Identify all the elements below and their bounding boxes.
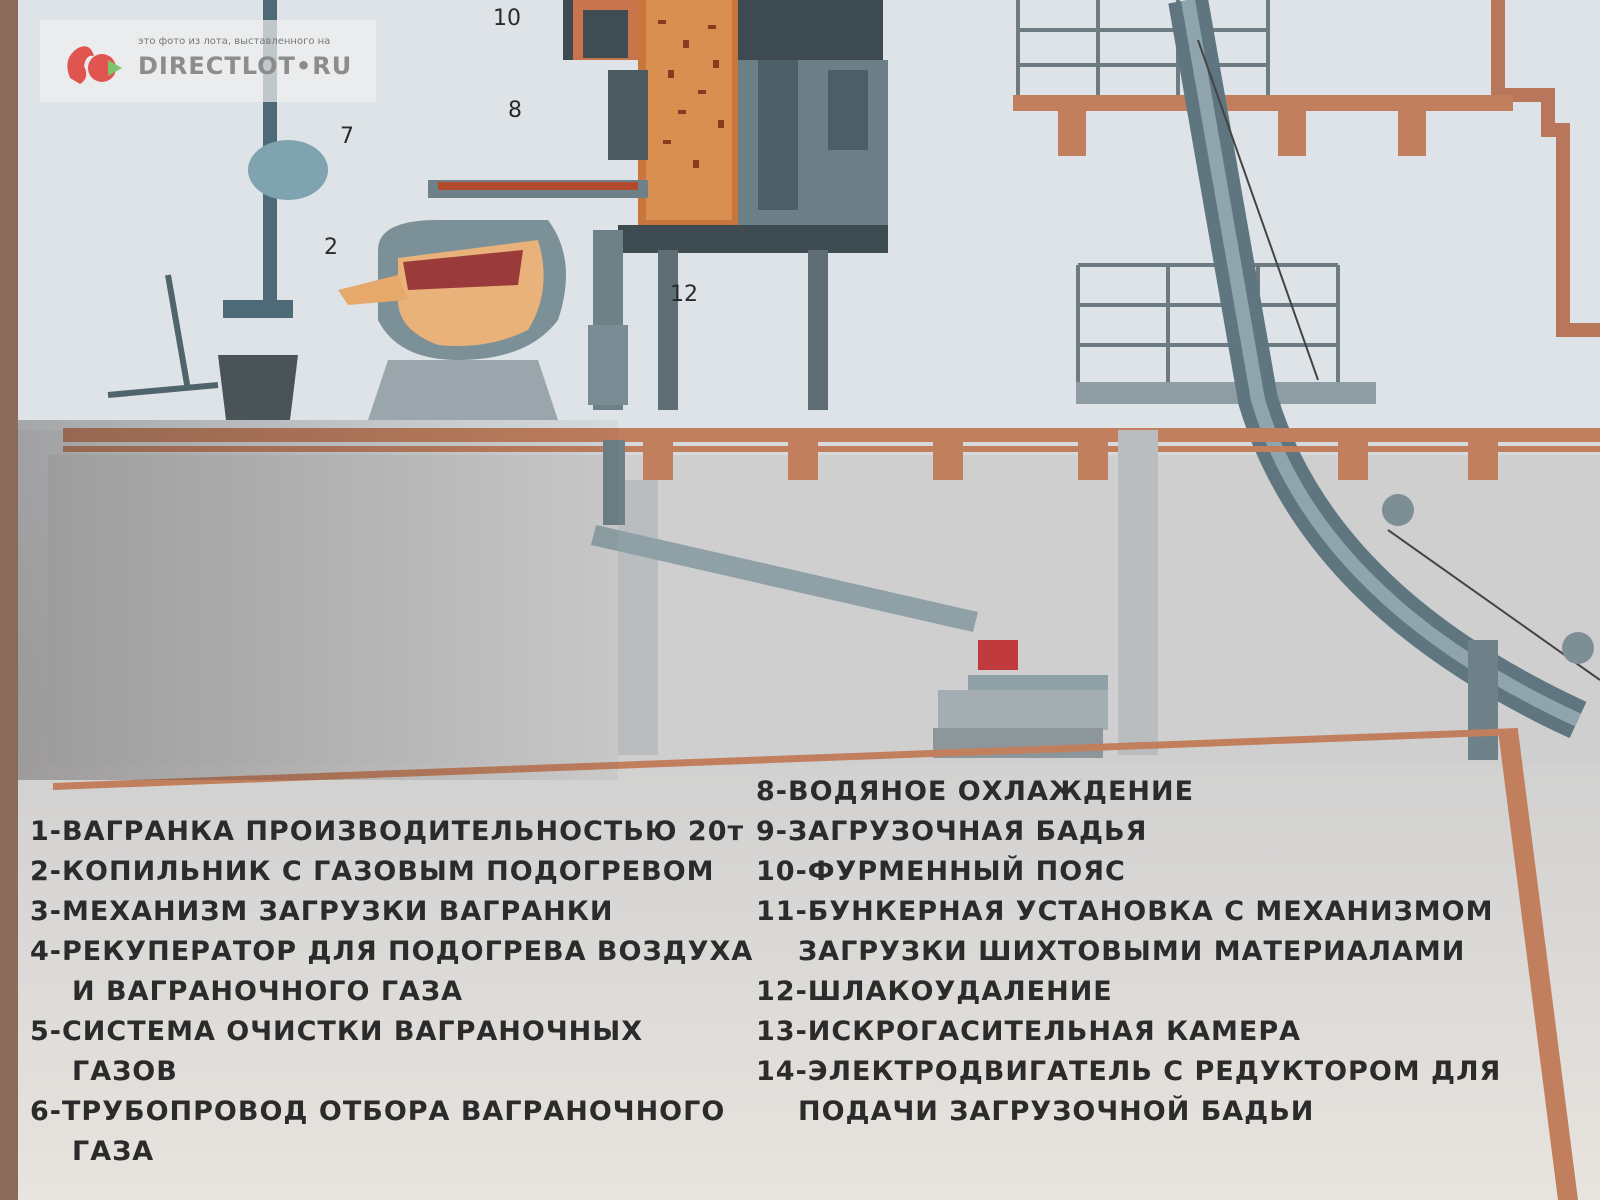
legend-item: 12-ШЛАКОУДАЛЕНИЕ (756, 976, 1113, 1007)
legend-item: 9-ЗАГРУЗОЧНАЯ БАДЬЯ (756, 816, 1148, 847)
legend-item: 4-РЕКУПЕРАТОР ДЛЯ ПОДОГРЕВА ВОЗДУХА (30, 936, 754, 967)
middle-platform (1076, 382, 1376, 404)
coke-particles (658, 20, 724, 168)
legend-right-column: 8-ВОДЯНОЕ ОХЛАЖДЕНИЕ 9-ЗАГРУЗОЧНАЯ БАДЬЯ… (756, 772, 1501, 1132)
legend-item: 2-КОПИЛЬНИК С ГАЗОВЫМ ПОДОГРЕВОМ (30, 856, 715, 887)
column-1 (618, 480, 658, 755)
main-slab (63, 428, 1600, 480)
watermark: это фото из лота, выставленного на DIREC… (40, 20, 376, 102)
watermark-site[interactable]: DIRECTLOT•RU (138, 52, 353, 80)
legend-item: ГАЗОВ (72, 1056, 178, 1087)
callout-8: 8 (508, 98, 522, 123)
legend-item: 13-ИСКРОГАСИТЕЛЬНАЯ КАМЕРА (756, 1016, 1302, 1047)
legend-item: 14-ЭЛЕКТРОДВИГАТЕЛЬ С РЕДУКТОРОМ ДЛЯ (756, 1056, 1502, 1087)
water-cooling-pipe (608, 70, 648, 160)
bottom-slab (53, 728, 1518, 790)
legend-item: 5-СИСТЕМА ОЧИСТКИ ВАГРАНОЧНЫХ (30, 1016, 644, 1047)
legend-item: 11-БУНКЕРНАЯ УСТАНОВКА С МЕХАНИЗМОМ (756, 896, 1494, 927)
column-2 (1118, 430, 1158, 755)
lower-floor-area (48, 455, 1600, 765)
callout-2: 2 (324, 235, 338, 260)
ladle (218, 355, 298, 420)
legend-item: 1-ВАГРАНКА ПРОИЗВОДИТЕЛЬНОСТЬЮ 20т (30, 816, 745, 847)
legend-item: ЗАГРУЗКИ ШИХТОВЫМИ МАТЕРИАЛАМИ (798, 936, 1466, 967)
support-2 (808, 250, 828, 410)
legend-item: 3-МЕХАНИЗМ ЗАГРУЗКИ ВАГРАНКИ (30, 896, 614, 927)
legend-item: ГАЗА (72, 1136, 155, 1167)
callout-12: 12 (670, 282, 698, 307)
gear-housing (248, 140, 328, 200)
squirrel-logo-icon (67, 46, 122, 84)
slag-pipe (603, 440, 625, 525)
poster: 10 8 7 2 12 1-ВАГРАНКА ПРОИЗВОДИТЕЛЬНОСТ… (18, 0, 1600, 1200)
hoist-cable (1197, 39, 1319, 381)
support-1 (658, 250, 678, 410)
forehearth (338, 220, 566, 420)
cupola-platform (618, 225, 888, 253)
legend-frame-right (1498, 730, 1578, 1200)
legend-left-column: 1-ВАГРАНКА ПРОИЗВОДИТЕЛЬНОСТЬЮ 20т 2-КОП… (30, 812, 753, 1172)
pulley-upper (1382, 494, 1414, 526)
legend: 1-ВАГРАНКА ПРОИЗВОДИТЕЛЬНОСТЬЮ 20т 2-КОП… (18, 770, 1600, 1200)
legend-item: И ВАГРАНОЧНОГО ГАЗА (72, 976, 464, 1007)
upper-slab (1013, 95, 1513, 156)
pulley-lower (1562, 632, 1594, 664)
callout-10: 10 (493, 6, 521, 31)
legend-item: 8-ВОДЯНОЕ ОХЛАЖДЕНИЕ (756, 776, 1195, 807)
slag-trough (591, 525, 978, 632)
callout-7: 7 (340, 124, 354, 149)
forehearth-base (368, 360, 558, 420)
foundry-diagram (18, 0, 1600, 1200)
legend-item: 6-ТРУБОПРОВОД ОТБОРА ВАГРАНОЧНОГО (30, 1096, 726, 1127)
legend-item: ПОДАЧИ ЗАГРУЗОЧНОЙ БАДЬИ (798, 1096, 1315, 1127)
legend-item: 10-ФУРМЕННЫЙ ПОЯС (756, 856, 1126, 887)
watermark-caption: это фото из лота, выставленного на (138, 36, 331, 47)
